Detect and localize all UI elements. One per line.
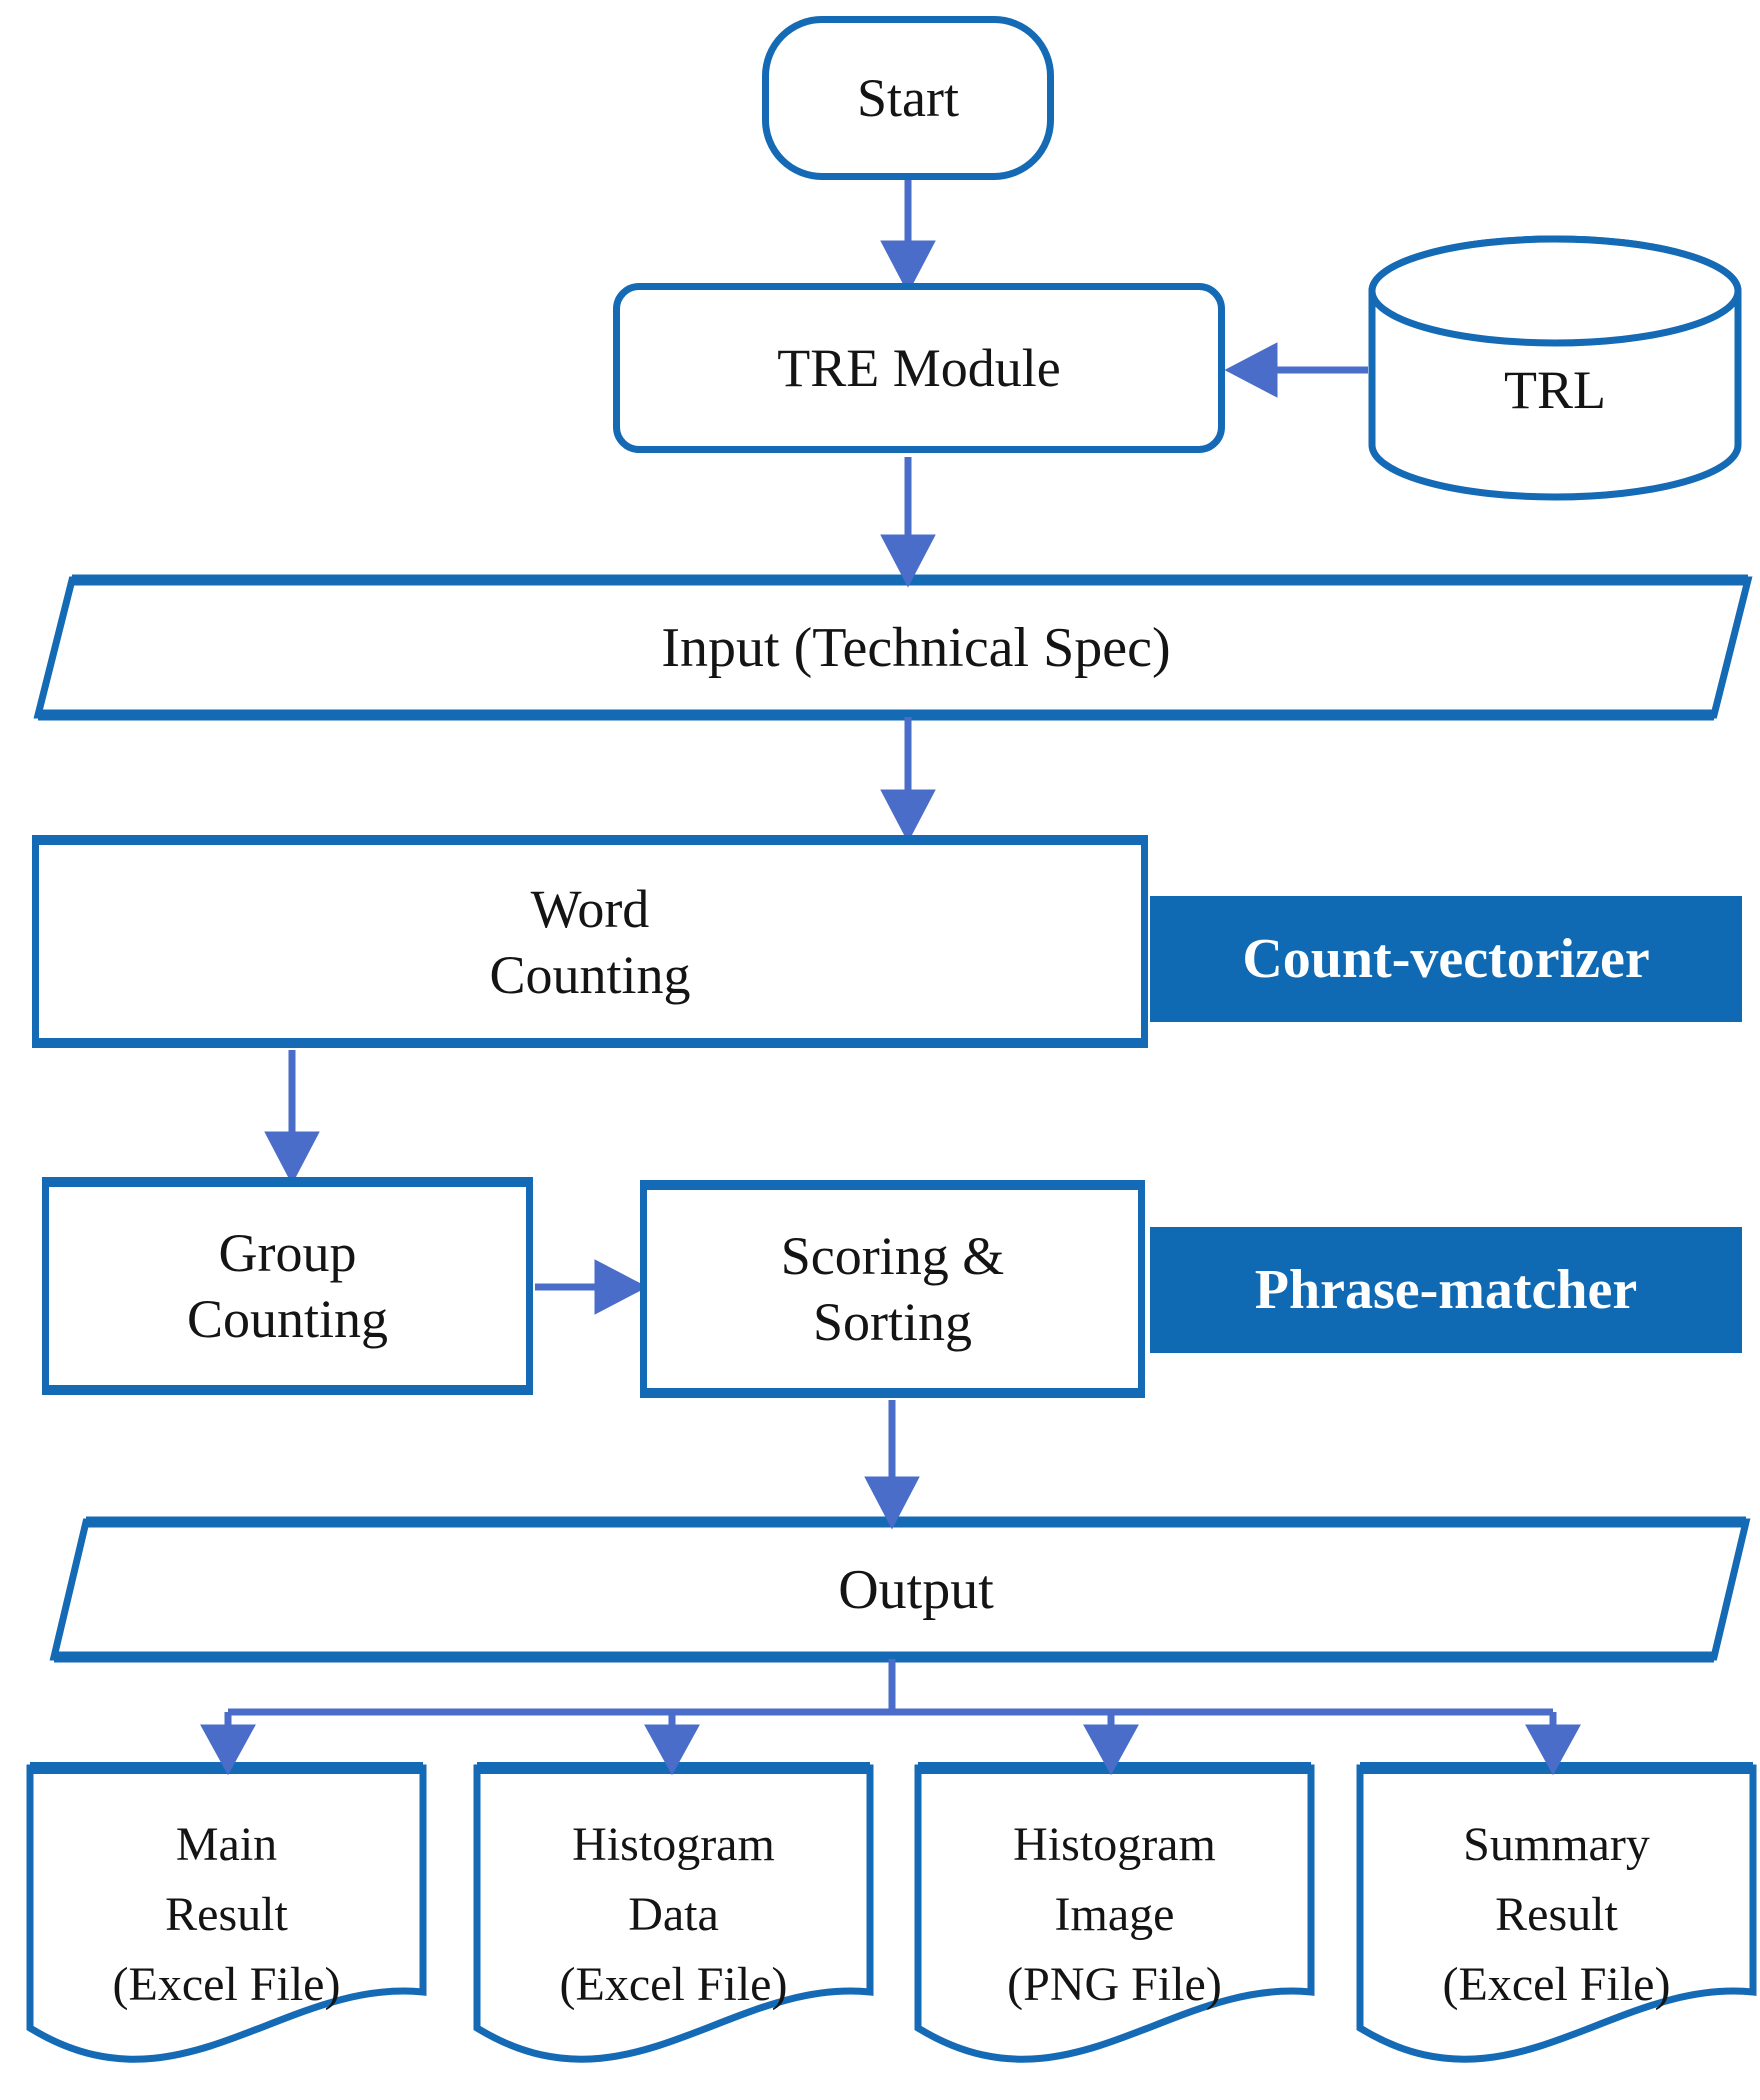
arrow-word-to-group-counting bbox=[264, 1050, 320, 1185]
trl-label: TRL bbox=[1504, 360, 1606, 420]
start-node: Start bbox=[762, 16, 1054, 180]
trl-cylinder-top bbox=[1368, 235, 1742, 347]
histogram-image-line3: (PNG File) bbox=[1007, 1958, 1222, 2011]
histogram-data-line1: Histogram bbox=[572, 1818, 775, 1871]
document-summary-result: Summary Result (Excel File) bbox=[1360, 1808, 1753, 2022]
word-counting-label-line2: Counting bbox=[489, 944, 691, 1005]
tre-module-label: TRE Module bbox=[777, 338, 1061, 398]
arrow-input-to-word-counting bbox=[880, 717, 936, 843]
scoring-sorting-node: Scoring & Sorting bbox=[640, 1180, 1145, 1398]
count-vectorizer-label-box: Count-vectorizer bbox=[1150, 896, 1742, 1022]
output-node: Output bbox=[86, 1522, 1746, 1657]
summary-result-line2: Result bbox=[1495, 1888, 1618, 1941]
phrase-matcher-label: Phrase-matcher bbox=[1254, 1259, 1638, 1321]
input-node: Input (Technical Spec) bbox=[86, 580, 1746, 715]
phrase-matcher-label-box: Phrase-matcher bbox=[1150, 1227, 1742, 1353]
output-label: Output bbox=[838, 1558, 994, 1621]
main-result-line2: Result bbox=[165, 1888, 288, 1941]
arrow-output-to-summary-result bbox=[1525, 1712, 1581, 1776]
group-counting-node: Group Counting bbox=[42, 1177, 533, 1395]
group-counting-label-line2: Counting bbox=[186, 1289, 389, 1349]
arrow-trl-to-tre bbox=[1224, 342, 1368, 398]
document-histogram-image: Histogram Image (PNG File) bbox=[918, 1808, 1311, 2022]
trl-database-shape bbox=[1368, 235, 1742, 501]
start-label: Start bbox=[857, 68, 959, 128]
arrow-output-to-main-result bbox=[200, 1712, 256, 1776]
document-summary-result-shape bbox=[1356, 1762, 1757, 2063]
main-result-line3: (Excel File) bbox=[112, 1958, 341, 2011]
histogram-data-line3: (Excel File) bbox=[559, 1958, 788, 2011]
scoring-sorting-label-line2: Sorting bbox=[812, 1292, 973, 1352]
count-vectorizer-label: Count-vectorizer bbox=[1242, 928, 1650, 990]
document-main-result: Main Result (Excel File) bbox=[30, 1808, 423, 2022]
word-counting-label-line1: Word bbox=[530, 878, 650, 939]
arrow-group-to-scoring bbox=[535, 1259, 648, 1315]
word-counting-node: Word Counting bbox=[32, 835, 1148, 1048]
input-label: Input (Technical Spec) bbox=[661, 616, 1171, 679]
document-histogram-data: Histogram Data (Excel File) bbox=[477, 1808, 870, 2022]
arrow-output-to-histogram-data bbox=[644, 1712, 700, 1776]
summary-result-line1: Summary bbox=[1463, 1818, 1650, 1871]
document-histogram-image-shape bbox=[914, 1762, 1315, 2063]
group-counting-label-line1: Group bbox=[218, 1223, 357, 1283]
histogram-data-line2: Data bbox=[628, 1888, 719, 1941]
main-result-line1: Main bbox=[175, 1818, 278, 1871]
trl-database-label-box: TRL bbox=[1372, 300, 1738, 480]
output-distribution-connector bbox=[228, 1659, 1553, 1716]
summary-result-line3: (Excel File) bbox=[1442, 1958, 1671, 2011]
arrow-output-to-histogram-image bbox=[1083, 1712, 1139, 1776]
arrow-scoring-to-output bbox=[864, 1400, 920, 1530]
histogram-image-line1: Histogram bbox=[1013, 1818, 1216, 1871]
arrow-start-to-tre bbox=[880, 180, 936, 294]
histogram-image-line2: Image bbox=[1054, 1888, 1175, 1941]
arrow-tre-to-input bbox=[880, 457, 936, 588]
scoring-sorting-label-line1: Scoring & bbox=[780, 1226, 1005, 1286]
output-parallelogram-shape bbox=[49, 1516, 1751, 1663]
tre-module-node: TRE Module bbox=[613, 283, 1225, 453]
